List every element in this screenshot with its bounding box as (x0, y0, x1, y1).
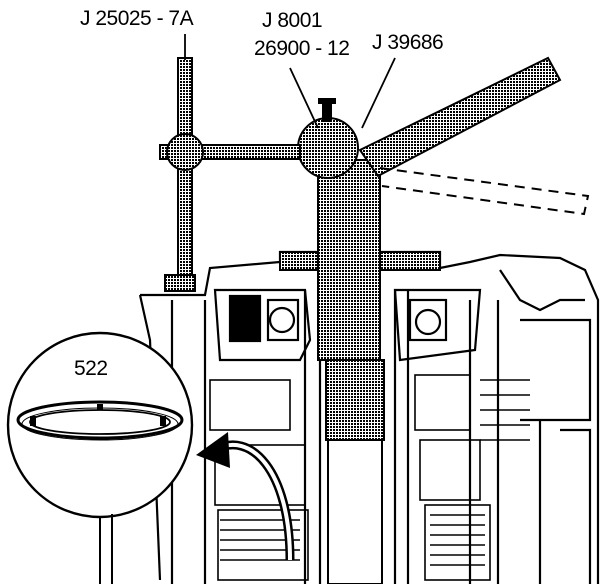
handle-arm (358, 56, 590, 216)
leader-lines (184, 34, 396, 129)
tool-label-26900: 26900 - 12 (254, 37, 350, 60)
puller-tool-assembly (279, 98, 441, 584)
tool-label-j39686: J 39686 (372, 31, 444, 54)
callout-detail (6, 331, 194, 584)
transmission-case (138, 250, 600, 584)
callout-label-522: 522 (74, 357, 108, 380)
tool-label-j8001: J 8001 (262, 9, 323, 32)
curved-arrow-icon (196, 432, 295, 561)
tool-label-j25025: J 25025 - 7A (80, 7, 194, 30)
stand-tool (159, 57, 301, 292)
